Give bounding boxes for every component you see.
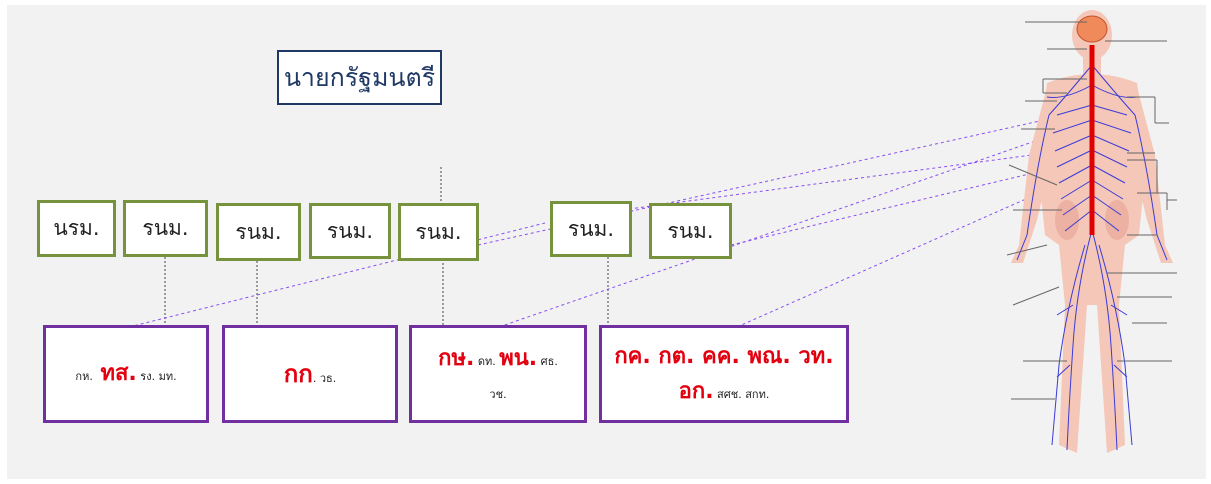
ministry-group-line: กห. ทส. รง. มท.	[75, 360, 176, 388]
ministry-group-line: กก. วธ.	[284, 359, 336, 389]
ministry-abbrev-text: ดท.	[474, 355, 500, 369]
ministry-group-line: กค. กต. คค. พณ. วท.	[614, 343, 833, 371]
minister-box-6: รนม.	[550, 201, 632, 257]
brain-icon	[1076, 15, 1108, 43]
minister-label: รนม.	[415, 219, 462, 244]
human-nervous-system-illustration	[1006, 10, 1177, 453]
minister-box-1: นรม.	[37, 200, 116, 257]
ministry-abbrev-text: ศธ.	[537, 355, 558, 369]
nerve-network	[1016, 64, 1168, 451]
ministry-highlight-text: ทส.	[92, 361, 137, 387]
slide-canvas: นายกรัฐมนตรี นรม. รนม. รนม. รนม. รนม. รน…	[7, 5, 1206, 479]
minister-label: รนม.	[326, 218, 374, 243]
ministry-group-1: กห. ทส. รง. มท.	[43, 325, 209, 423]
minister-box-4: รนม.	[309, 203, 391, 259]
ministry-group-3: กษ. ดท. พน. ศธ. วช.	[409, 325, 587, 423]
ministry-highlight-text: กค. กต. คค. พณ. วท.	[614, 343, 834, 369]
connector-rnm-nerve	[628, 149, 1070, 210]
ministry-abbrev-text: . วธ.	[312, 372, 337, 385]
connector-nerve-upper	[477, 114, 1068, 246]
minister-label: รนม.	[567, 216, 615, 241]
ministry-group-4: กค. กต. คค. พณ. วท. อก. สศช. สกท.	[599, 325, 849, 423]
ministry-group-line: กษ. ดท. พน. ศธ.	[438, 345, 558, 373]
connector-group4-nerve	[736, 182, 1063, 328]
minister-box-2: รนม.	[123, 200, 208, 257]
minister-label: นรม.	[53, 216, 100, 240]
ministry-highlight-text: อก.	[678, 379, 714, 404]
ministry-highlight-text: กษ.	[438, 346, 475, 372]
ministry-group-line: วช.	[489, 383, 506, 403]
prime-minister-box: นายกรัฐมนตรี	[277, 50, 442, 105]
ministry-abbrev-text: กห.	[75, 370, 93, 384]
ministry-abbrev-text: วช.	[489, 387, 507, 401]
ministry-group-line: อก. สศช. สกท.	[679, 378, 770, 406]
minister-label: รนม.	[142, 216, 189, 240]
minister-box-5: รนม.	[398, 203, 479, 261]
label-pointer-lines	[1006, 21, 1177, 400]
minister-box-3: รนม.	[216, 203, 301, 261]
minister-label: รนม.	[235, 219, 282, 244]
ministry-group-2: กก. วธ.	[222, 325, 398, 423]
ministry-abbrev-text: รง. มท.	[136, 370, 177, 384]
connector-lines	[128, 114, 1070, 328]
ministry-highlight-text: พน.	[499, 346, 538, 372]
ministry-abbrev-text: สศช. สกท.	[713, 388, 770, 401]
minister-label: รนม.	[667, 218, 714, 243]
ministry-highlight-text: กก	[283, 360, 313, 388]
minister-box-7: รนม.	[649, 203, 732, 259]
prime-minister-label: นายกรัฐมนตรี	[283, 62, 436, 92]
connector-group3-nerve	[498, 129, 1068, 328]
